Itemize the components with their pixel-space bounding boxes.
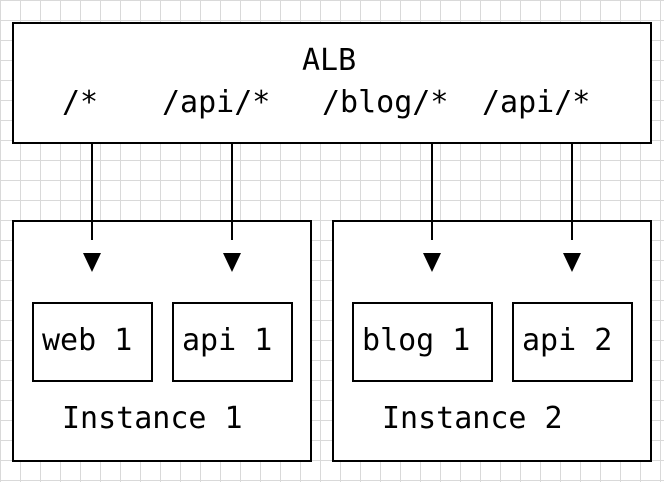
instance-1-label: Instance 1: [62, 401, 243, 436]
route-1-arrowhead: [83, 253, 101, 272]
alb-box: [12, 22, 652, 144]
container-api-2: [512, 302, 633, 382]
container-blog-1: [352, 302, 493, 382]
container-api-1: [172, 302, 293, 382]
container-web-1: [32, 302, 153, 382]
container-web-1-label: web 1: [42, 323, 133, 358]
alb-route-4: /api/*: [482, 85, 591, 120]
alb-route-1: /*: [62, 85, 99, 120]
container-blog-1-label: blog 1: [362, 323, 471, 358]
alb-route-3: /blog/*: [322, 85, 449, 120]
route-3-arrowhead: [423, 253, 441, 272]
instance-2-label: Instance 2: [382, 401, 563, 436]
alb-title: ALB: [302, 43, 357, 78]
route-4-arrowhead: [563, 253, 581, 272]
container-api-1-label: api 1: [182, 323, 273, 358]
alb-route-2: /api/*: [162, 85, 271, 120]
route-2-arrowhead: [223, 253, 241, 272]
container-api-2-label: api 2: [522, 323, 613, 358]
